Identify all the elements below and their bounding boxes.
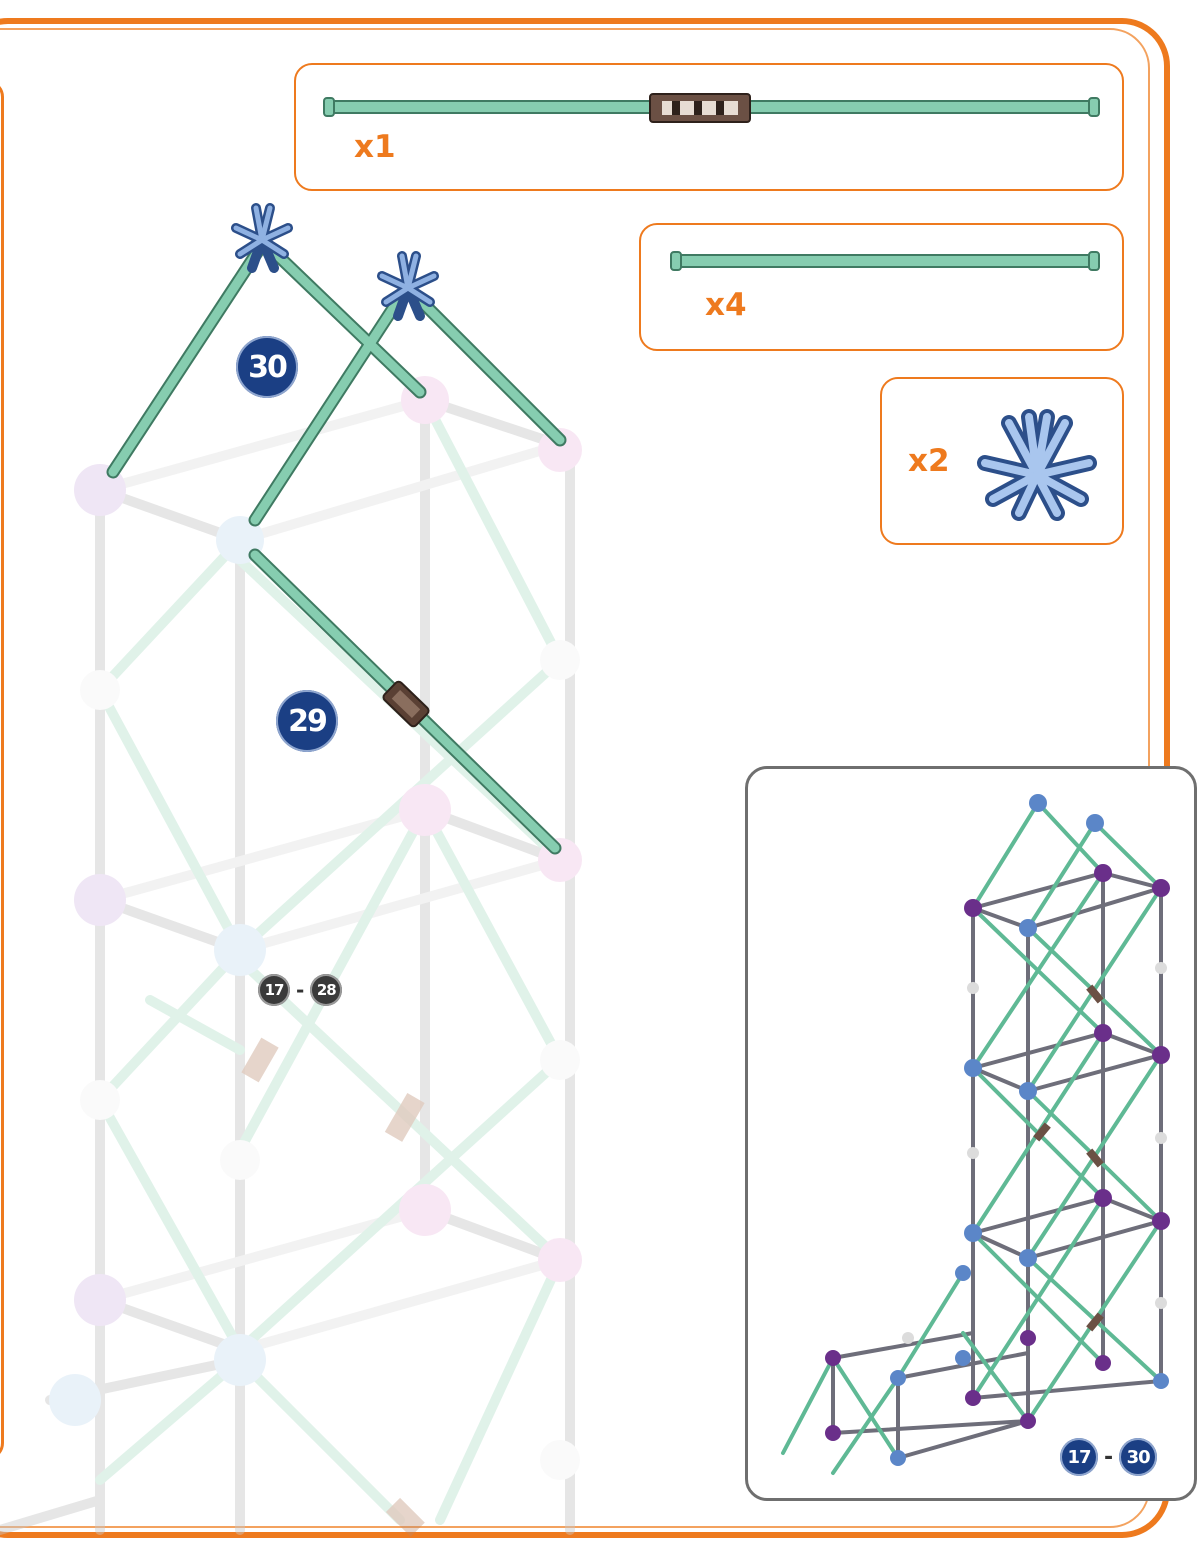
- range-start-badge: 17: [258, 974, 290, 1006]
- parts-box-connector: x2: [880, 377, 1124, 545]
- previous-steps-range: 17 - 28: [258, 974, 342, 1006]
- range-end-badge: 30: [1119, 1438, 1157, 1476]
- range-separator: -: [296, 978, 304, 1002]
- range-end-badge: 28: [310, 974, 342, 1006]
- parts-box-long-rod: x1: [294, 63, 1124, 191]
- connector-icon: [972, 405, 1102, 525]
- overview-steps-range: 17 - 30: [1060, 1438, 1157, 1476]
- green-rod-icon: [671, 249, 1099, 275]
- quantity-label: x2: [908, 443, 950, 479]
- overview-inset: 17 - 30: [745, 766, 1197, 1501]
- range-start-badge: 17: [1060, 1438, 1098, 1476]
- overview-model: [748, 769, 1194, 1498]
- quantity-label: x1: [354, 129, 396, 165]
- parts-box-green-rod: x4: [639, 223, 1124, 351]
- coupler-icon: [650, 94, 750, 122]
- quantity-label: x4: [705, 287, 747, 323]
- long-rod-icon: [324, 93, 1099, 127]
- step-badge-29: 29: [276, 690, 338, 752]
- existing-structure: [0, 376, 582, 1537]
- step-badge-30: 30: [236, 336, 298, 398]
- range-separator: -: [1104, 1445, 1113, 1470]
- new-rods: [113, 245, 560, 848]
